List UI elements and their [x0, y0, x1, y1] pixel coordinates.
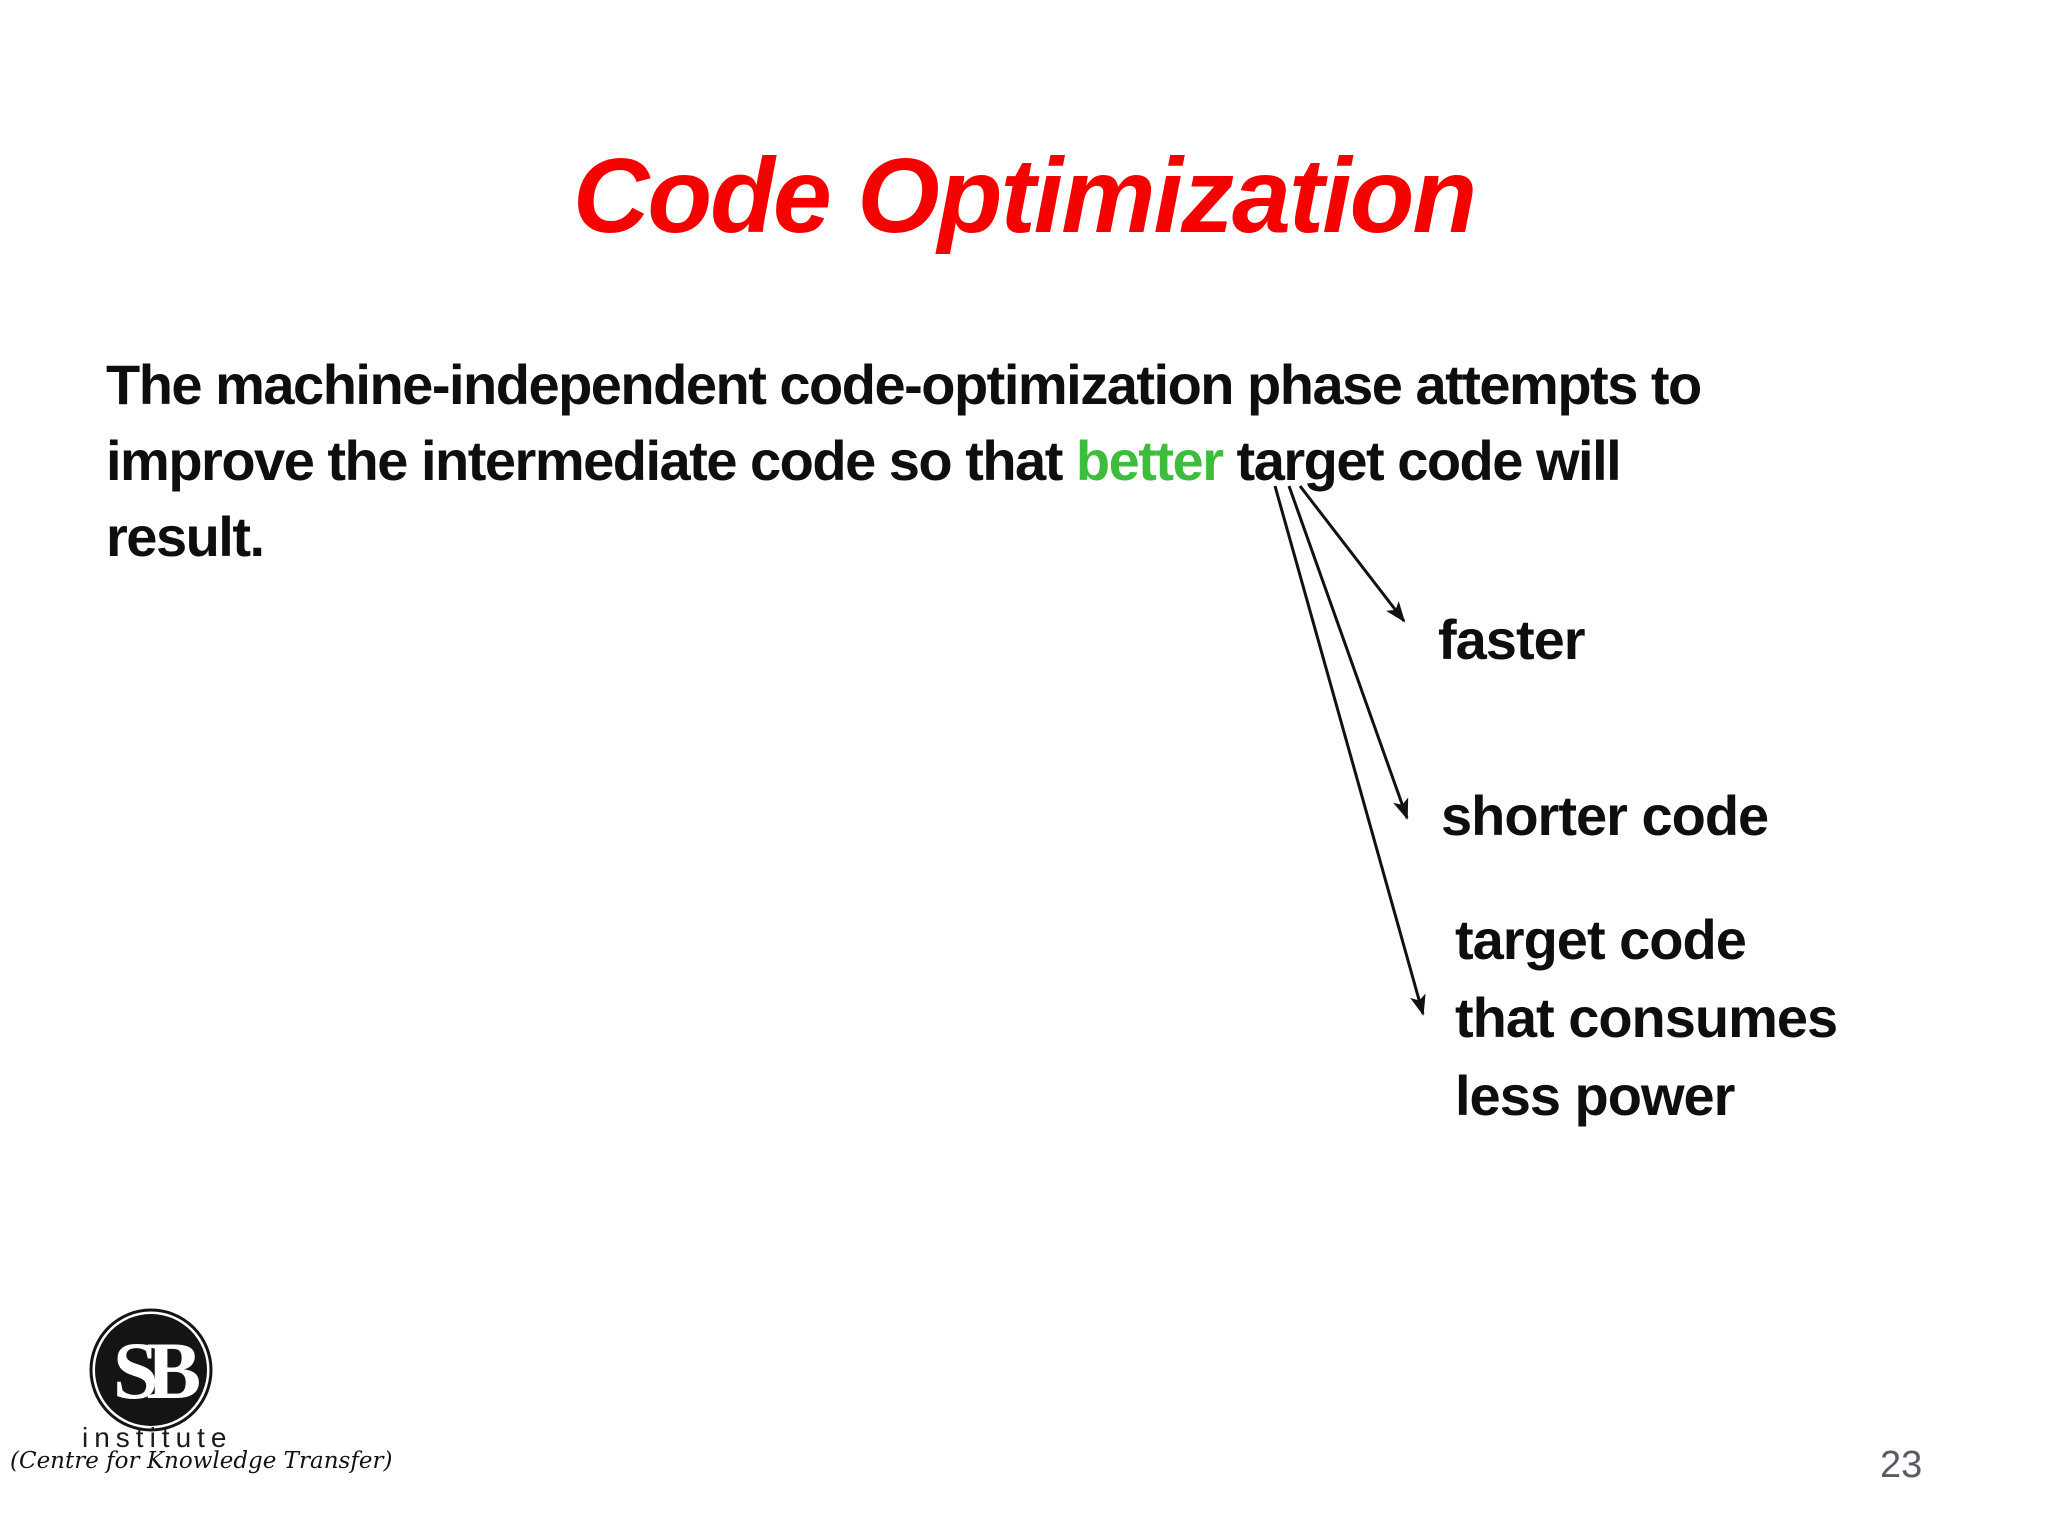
paragraph-line-1: The machine-independent code-optimizatio… [106, 353, 1702, 416]
paragraph-line-3: result. [106, 505, 265, 568]
page-number: 23 [1880, 1444, 1923, 1486]
sb-monogram: SB [113, 1325, 200, 1416]
sb-logo-icon: SB [89, 1308, 213, 1432]
highlighted-word-better: better [1075, 429, 1224, 492]
slide-title: Code Optimization [572, 137, 1477, 255]
paragraph-line-2: improve the intermediate code so that be… [106, 429, 1622, 492]
logo-institute-label: institute [82, 1422, 233, 1453]
logo-tagline: (Centre for Knowledge Transfer) [10, 1448, 393, 1474]
branch-power-line-2: that consumes [1455, 986, 1838, 1049]
branch-label-faster: faster [1438, 608, 1586, 671]
branch-label-less-power: target code that consumes less power [1455, 901, 1838, 1135]
body-paragraph: The machine-independent code-optimizatio… [106, 347, 1986, 575]
branch-power-line-3: less power [1455, 1064, 1735, 1127]
branch-label-shorter-code: shorter code [1441, 784, 1769, 847]
branch-power-line-1: target code [1455, 908, 1747, 971]
